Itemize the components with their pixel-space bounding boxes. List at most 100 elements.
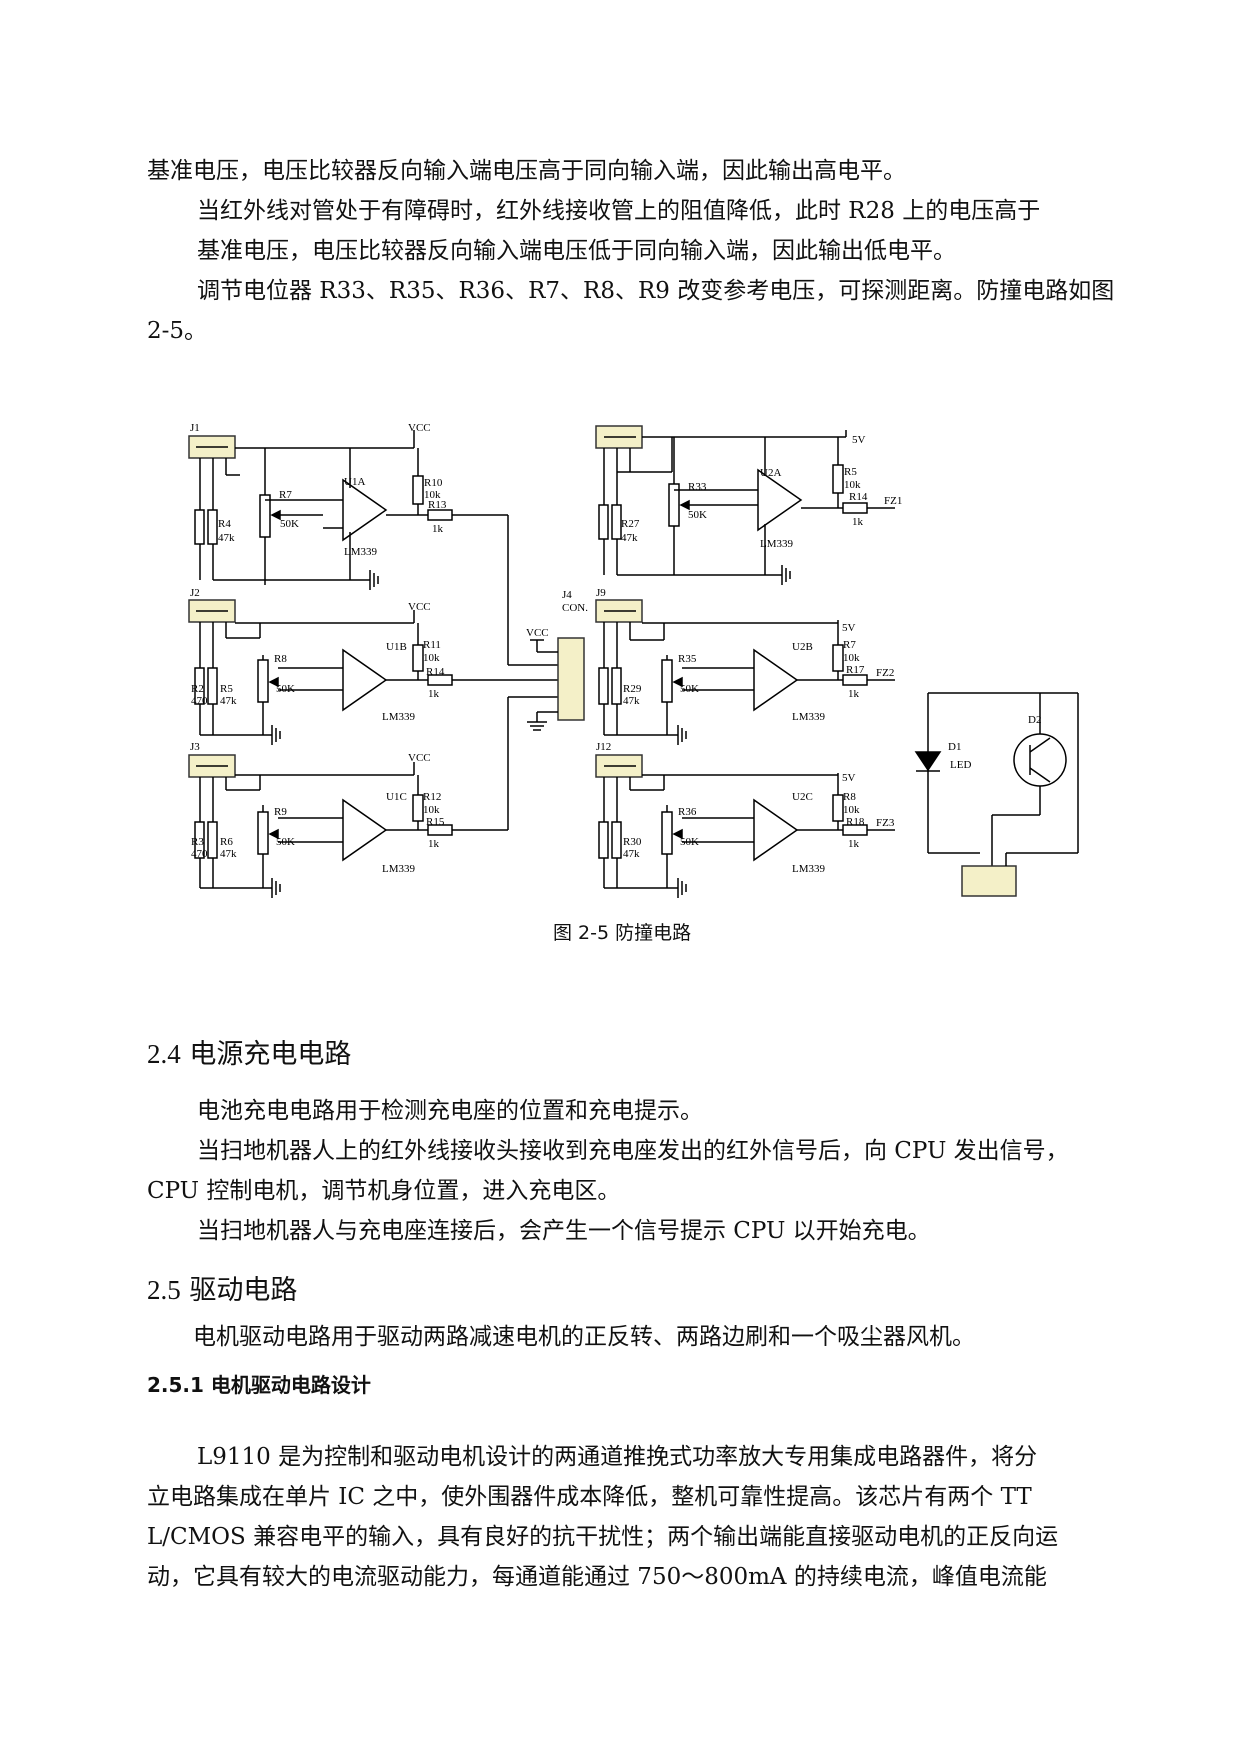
label-50k: 50K — [276, 836, 295, 848]
label-50k: 50K — [680, 836, 699, 848]
label-47k: 47k — [623, 695, 640, 707]
label-r17: R17 — [846, 664, 865, 676]
label-47k: 47k — [623, 848, 640, 860]
label-vcc: VCC — [408, 601, 431, 613]
label-1k: 1k — [848, 838, 860, 850]
section-number: 2.5 — [147, 1275, 181, 1305]
label-47k: 47k — [218, 532, 235, 544]
label-r11: R11 — [423, 639, 441, 651]
paragraph-line: 当扫地机器人与充电座连接后，会产生一个信号提示 CPU 以开始充电。 — [197, 1218, 931, 1244]
label-50k: 50K — [276, 683, 295, 695]
label-lm339: LM339 — [382, 711, 416, 723]
subsection-number: 2.5.1 — [147, 1373, 204, 1397]
label-r29: R29 — [623, 683, 642, 695]
label-r12: R12 — [423, 791, 441, 803]
label-r7: R7 — [279, 489, 292, 501]
label-r9: R9 — [274, 806, 287, 818]
label-r36: R36 — [678, 806, 697, 818]
label-fz3: FZ3 — [876, 817, 895, 829]
label-lm339: LM339 — [344, 546, 378, 558]
label-fz2: FZ2 — [876, 667, 894, 679]
label-50k: 50K — [280, 518, 299, 530]
label-r35: R35 — [678, 653, 697, 665]
label-10k: 10k — [424, 489, 441, 501]
label-vcc: VCC — [526, 627, 549, 639]
section-heading: 2.5 驱动电路 — [147, 1273, 297, 1308]
label-1k: 1k — [428, 838, 440, 850]
label-47k: 47k — [621, 532, 638, 544]
paragraph-line: 动，它具有较大的电流驱动能力，每通道能通过 750～800mA 的持续电流，峰值… — [147, 1564, 1047, 1590]
label-r2: R2 — [191, 683, 204, 695]
label-u1a: U1A — [344, 476, 365, 488]
label-5v: 5V — [852, 434, 866, 446]
label-u2c: U2C — [792, 791, 813, 803]
label-j1: J1 — [190, 422, 200, 434]
paragraph-line: 电池充电电路用于检测充电座的位置和充电提示。 — [197, 1098, 703, 1124]
figure-caption: 图 2-5 防撞电路 — [553, 922, 692, 944]
label-lm339: LM339 — [792, 863, 826, 875]
section-number: 2.4 — [147, 1039, 181, 1069]
label-con: CON. — [562, 602, 588, 614]
label-r30: R30 — [623, 836, 642, 848]
label-10k: 10k — [843, 652, 860, 664]
label-r8: R8 — [274, 653, 287, 665]
paragraph-line: L/CMOS 兼容电平的输入，具有良好的抗干扰性；两个输出端能直接驱动电机的正反… — [147, 1524, 1059, 1550]
label-u1b: U1B — [386, 641, 407, 653]
label-j12: J12 — [596, 741, 611, 753]
label-r27: R27 — [621, 518, 640, 530]
subsection-heading: 2.5.1 电机驱动电路设计 — [147, 1372, 371, 1398]
label-r15: R15 — [426, 816, 445, 828]
label-j9: J9 — [596, 587, 606, 599]
label-u2a: U2A — [760, 467, 781, 479]
label-j4: J4 — [562, 589, 572, 601]
label-r13: R13 — [428, 499, 447, 511]
paragraph-line: 基准电压，电压比较器反向输入端电压高于同向输入端，因此输出高电平。 — [147, 158, 906, 184]
section-title: 电源充电电路 — [189, 1039, 352, 1070]
label-470: 470 — [191, 848, 208, 860]
label-10k: 10k — [423, 652, 440, 664]
label-1k: 1k — [852, 516, 864, 528]
label-r7-right: R7 — [843, 639, 856, 651]
label-470: 470 — [191, 695, 208, 707]
label-lm339: LM339 — [760, 538, 794, 550]
label-5v: 5V — [842, 622, 856, 634]
label-fz1: FZ1 — [884, 495, 902, 507]
label-r5: R5 — [220, 683, 233, 695]
subsection-title: 电机驱动电路设计 — [210, 1373, 371, 1397]
label-1k: 1k — [432, 523, 444, 535]
paragraph-line: 当扫地机器人上的红外线接收头接收到充电座发出的红外信号后，向 CPU 发出信号， — [197, 1138, 1069, 1164]
label-d2: D2 — [1028, 714, 1041, 726]
label-r5-right: R5 — [844, 466, 857, 478]
paragraph-line: 2-5。 — [147, 318, 208, 344]
paragraph-line: 调节电位器 R33、R35、R36、R7、R8、R9 改变参考电压，可探测距离。… — [197, 278, 1115, 304]
label-r14: R14 — [426, 666, 445, 678]
label-vcc: VCC — [408, 422, 431, 434]
label-led: LED — [950, 759, 971, 771]
label-r3: R3 — [191, 836, 204, 848]
label-47k: 47k — [220, 695, 237, 707]
label-10k: 10k — [844, 479, 861, 491]
collision-circuit-diagram: J1 VCC R7 50K U1A LM339 R10 10k R13 1k R… — [188, 422, 1079, 898]
label-10k: 10k — [843, 804, 860, 816]
label-u1c: U1C — [386, 791, 407, 803]
section-title: 驱动电路 — [189, 1275, 298, 1306]
label-r10: R10 — [424, 477, 443, 489]
label-vcc: VCC — [408, 752, 431, 764]
label-1k: 1k — [428, 688, 440, 700]
label-r33: R33 — [688, 481, 707, 493]
label-r4: R4 — [218, 518, 231, 530]
label-r8-right: R8 — [843, 791, 856, 803]
label-r6: R6 — [220, 836, 233, 848]
label-d1: D1 — [948, 741, 961, 753]
label-r14-right: R14 — [849, 491, 868, 503]
paragraph-line: L9110 是为控制和驱动电机设计的两通道推挽式功率放大专用集成电路器件，将分 — [197, 1444, 1038, 1470]
paragraph-line: 立电路集成在单片 IC 之中，使外围器件成本降低，整机可靠性提高。该芯片有两个 … — [147, 1484, 1032, 1510]
label-r18: R18 — [846, 816, 865, 828]
label-j2: J2 — [190, 587, 200, 599]
label-5v: 5V — [842, 772, 856, 784]
label-lm339: LM339 — [792, 711, 826, 723]
label-50k: 50K — [680, 683, 699, 695]
paragraph-line: CPU 控制电机，调节机身位置，进入充电区。 — [147, 1178, 621, 1204]
paragraph-line: 基准电压，电压比较器反向输入端电压低于同向输入端，因此输出低电平。 — [197, 238, 956, 264]
paragraph-line: 当红外线对管处于有障碍时，红外线接收管上的阻值降低，此时 R28 上的电压高于 — [197, 198, 1041, 224]
